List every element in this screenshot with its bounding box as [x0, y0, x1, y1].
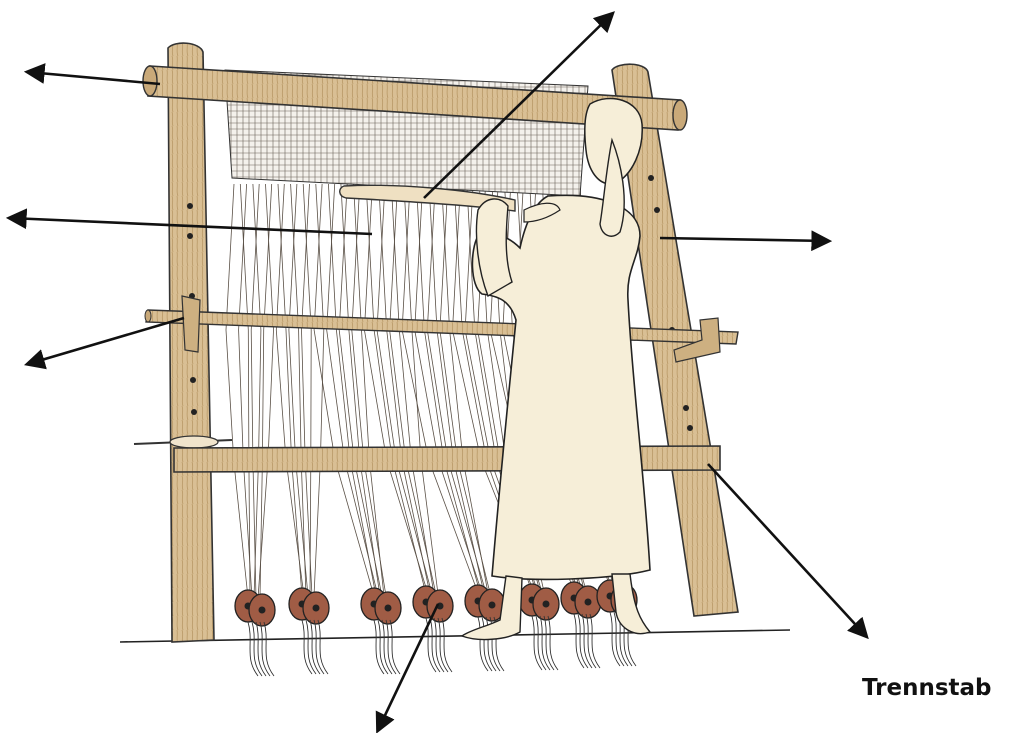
warp-thread	[341, 184, 380, 596]
warp-thread	[251, 184, 259, 598]
warp-thread	[402, 184, 478, 593]
arrow-cloth-beam	[28, 72, 160, 84]
warp-thread	[260, 184, 272, 598]
warp-thread	[278, 184, 302, 596]
loom-weight	[519, 584, 559, 670]
loom-weight	[289, 588, 329, 674]
loom-weight	[561, 582, 601, 668]
warp-thread	[258, 184, 274, 598]
warp-thread	[415, 184, 482, 593]
warp-thread	[391, 184, 434, 594]
arrow-shed-rod	[28, 318, 184, 364]
arrow-right-post	[660, 238, 828, 241]
warp-thread	[303, 184, 311, 596]
warp-thread	[364, 184, 428, 594]
loom-weight	[235, 590, 275, 676]
loom-weight	[361, 588, 401, 674]
loom-weights	[235, 580, 637, 676]
warp-thread	[291, 184, 306, 596]
warp-thread	[253, 184, 261, 598]
label-trennstab: Trennstab	[862, 675, 992, 701]
warp-thread	[327, 184, 378, 596]
loom-weight	[413, 586, 453, 672]
warp-thread	[239, 184, 252, 598]
warp-thread	[289, 184, 308, 596]
shuttle	[134, 436, 232, 448]
warp-thread	[226, 184, 248, 598]
ground-line	[120, 630, 790, 642]
warp-thread	[390, 184, 436, 594]
